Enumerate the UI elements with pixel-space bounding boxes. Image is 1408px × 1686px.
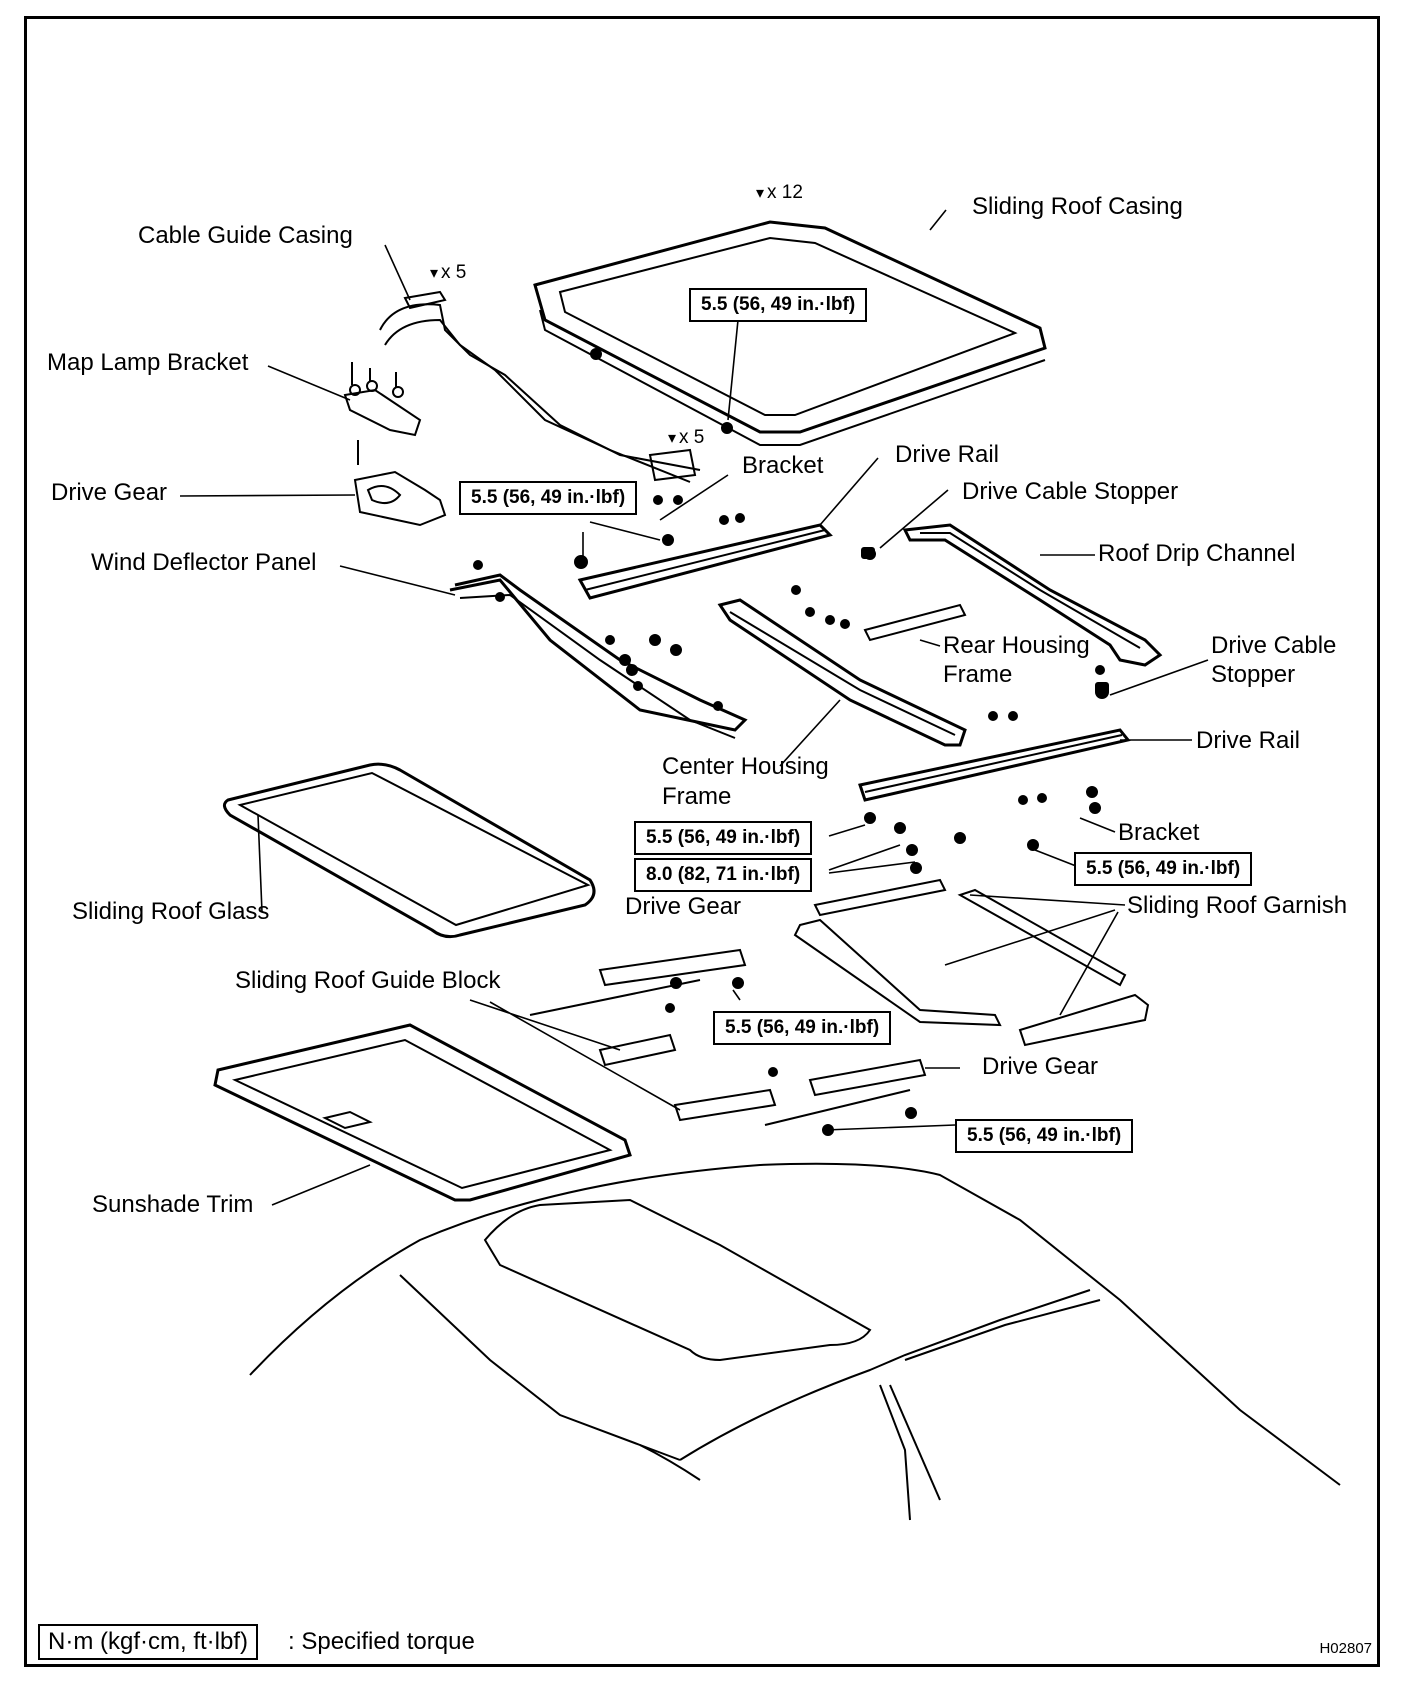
roof-drip-channel-shape [902, 523, 1163, 667]
quantity-x12: ▾x 12 [756, 182, 803, 203]
torque-box-bracket: 5.5 (56, 49 in.·lbf) [459, 481, 638, 515]
label-roof-drip-channel: Roof Drip Channel [1098, 540, 1296, 567]
quantity-x5-b: ▾x 5 [668, 427, 705, 448]
label-sliding-roof-glass: Sliding Roof Glass [72, 898, 270, 925]
label-bracket-2: Bracket [1118, 819, 1200, 846]
guide-block-shapes [598, 1033, 777, 1122]
label-drive-cable-stopper-2: Drive Cable [1211, 632, 1337, 659]
label-sliding-roof-garnish: Sliding Roof Garnish [1127, 892, 1348, 919]
sliding-roof-glass-shape [223, 762, 596, 939]
legend-unit-box: N·m (kgf·cm, ft·lbf) [38, 1624, 258, 1660]
torque-box-right-bracket: 5.5 (56, 49 in.·lbf) [1074, 852, 1253, 886]
torque-box-center-2: 8.0 (82, 71 in.·lbf) [634, 858, 813, 892]
label-sunshade-trim: Sunshade Trim [92, 1191, 254, 1218]
drive-rail-1-shape [577, 523, 833, 600]
cable-stopper-symbols [861, 547, 1109, 694]
sliding-roof-casing-shape [533, 220, 1047, 446]
cable-guide-casing-shape [379, 290, 701, 483]
label-sliding-roof-guide-block: Sliding Roof Guide Block [235, 967, 501, 994]
label-center-housing-frame-line2: Frame [662, 783, 732, 810]
label-drive-gear-3: Drive Gear [982, 1053, 1099, 1080]
diagram-frame [24, 16, 1380, 1667]
drive-gear-motor-shape [353, 440, 447, 527]
label-cable-guide-casing: Cable Guide Casing [138, 222, 353, 249]
label-wind-deflector-panel: Wind Deflector Panel [91, 549, 317, 576]
label-drive-gear-2: Drive Gear [625, 893, 742, 920]
bolt-icon: ▾ [668, 430, 677, 447]
torque-box-drive-gear-3: 5.5 (56, 49 in.·lbf) [955, 1119, 1134, 1153]
label-sliding-roof-casing: Sliding Roof Casing [972, 193, 1183, 220]
label-drive-cable-stopper-2-line2: Stopper [1211, 661, 1296, 688]
torque-box-casing: 5.5 (56, 49 in.·lbf) [689, 288, 868, 322]
fastener-symbols [473, 348, 1109, 1136]
legend-text: : Specified torque [288, 1628, 475, 1655]
label-drive-gear-1: Drive Gear [51, 479, 168, 506]
figure-code: H02807 [1319, 1640, 1372, 1657]
leader-lines [179, 209, 1209, 1206]
label-rear-housing-frame-line2: Frame [943, 661, 1013, 688]
torque-box-center-1: 5.5 (56, 49 in.·lbf) [634, 821, 813, 855]
torque-box-drive-gear-2: 5.5 (56, 49 in.·lbf) [713, 1011, 892, 1045]
label-drive-rail-2: Drive Rail [1196, 727, 1301, 754]
sliding-roof-garnish-shape [793, 878, 1150, 1047]
bolt-icon: ▾ [430, 265, 439, 282]
map-lamp-bracket-shape [343, 362, 422, 437]
car-roof-outline [249, 1162, 1341, 1521]
drive-gear-2-shape [529, 948, 747, 1016]
label-drive-cable-stopper-1: Drive Cable Stopper [962, 478, 1179, 505]
drive-gear-3-shape [764, 1058, 927, 1126]
center-housing-frame-shape [717, 598, 967, 747]
label-center-housing-frame: Center Housing [662, 753, 829, 780]
bolt-icon: ▾ [756, 185, 765, 202]
quantity-x5-a: ▾x 5 [430, 262, 467, 283]
wind-deflector-panel-shape [449, 573, 748, 739]
label-bracket-1: Bracket [742, 452, 824, 479]
label-rear-housing-frame: Rear Housing [943, 632, 1090, 659]
rear-housing-frame-shape [863, 603, 967, 642]
label-map-lamp-bracket: Map Lamp Bracket [47, 349, 249, 376]
sunshade-trim-shape [213, 1023, 632, 1202]
label-drive-rail-1: Drive Rail [895, 441, 1000, 468]
